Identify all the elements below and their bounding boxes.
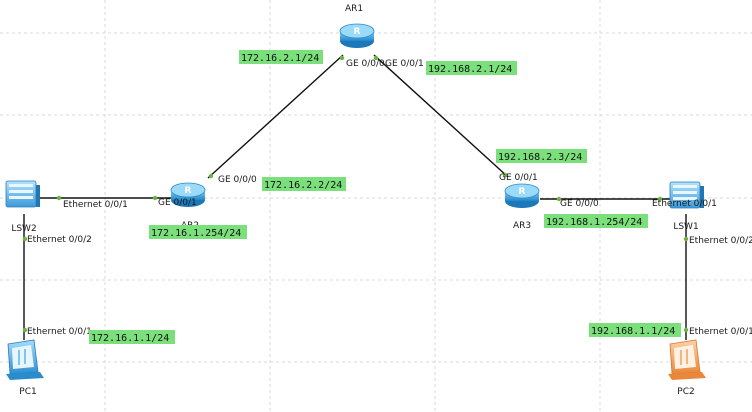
device-name: LSW1 <box>673 222 698 232</box>
router-icon: R <box>504 183 540 208</box>
port-label-pc2-eth001: Ethernet 0/0/1 <box>689 327 752 337</box>
port-label-ar2-ge001: GE 0/0/1 <box>158 198 197 208</box>
port-dot <box>556 196 562 202</box>
switch-icon <box>669 181 704 209</box>
port-label-ar3-ge001: GE 0/0/1 <box>499 173 538 183</box>
device-lsw1[interactable]: LSW1 <box>669 181 704 232</box>
device-name: PC2 <box>677 387 694 397</box>
port-label-pc1-eth001: Ethernet 0/0/1 <box>27 327 92 337</box>
ip-label-pc2: 192.168.1.1/24 <box>589 323 681 337</box>
device-ar1[interactable]: R AR1 <box>339 4 375 48</box>
port-dot <box>683 236 689 242</box>
svg-text:192.168.1.1/24: 192.168.1.1/24 <box>591 326 675 337</box>
port-label-lsw1-eth001: Ethernet 0/0/1 <box>652 199 717 209</box>
ip-label-ar2-ge000: 172.16.2.2/24 <box>262 177 346 191</box>
device-pc2[interactable]: PC2 <box>668 339 706 397</box>
router-icon: R <box>339 23 375 48</box>
port-dot <box>152 195 158 201</box>
device-pc1[interactable]: PC1 <box>6 339 44 397</box>
port-dot <box>22 327 28 333</box>
device-lsw2[interactable]: LSW2 <box>5 180 40 234</box>
port-label-ar1-ge000: GE 0/0/0 <box>346 59 385 69</box>
svg-text:172.16.1.1/24: 172.16.1.1/24 <box>91 333 169 344</box>
links <box>23 54 687 340</box>
device-name: LSW2 <box>11 224 36 234</box>
port-dot <box>339 55 345 61</box>
port-label-lsw1-eth002: Ethernet 0/0/2 <box>689 236 752 246</box>
device-ar3[interactable]: R AR3 <box>504 183 540 231</box>
port-dot <box>373 55 379 61</box>
router-icon: R <box>170 182 206 207</box>
ip-label-pc1: 172.16.1.1/24 <box>89 330 175 344</box>
svg-text:192.168.2.1/24: 192.168.2.1/24 <box>428 64 512 75</box>
ip-label-ar3-ge001: 192.168.2.3/24 <box>496 149 587 163</box>
svg-text:172.16.1.254/24: 172.16.1.254/24 <box>151 228 241 239</box>
port-dot <box>56 195 62 201</box>
device-name: AR3 <box>513 221 531 231</box>
switch-icon <box>5 180 40 208</box>
ip-labels: 172.16.2.1/24 192.168.2.1/24 172.16.2.2/… <box>89 50 681 344</box>
svg-text:R: R <box>519 187 526 197</box>
pc-icon <box>6 339 44 380</box>
port-dot <box>683 327 689 333</box>
ip-label-ar1-ge001: 192.168.2.1/24 <box>426 61 517 75</box>
link-ar1-ar2[interactable] <box>207 54 344 179</box>
svg-text:172.16.2.1/24: 172.16.2.1/24 <box>241 53 319 64</box>
ip-label-ar2-ge001: 172.16.1.254/24 <box>149 225 247 239</box>
device-name: AR1 <box>345 4 363 14</box>
svg-text:192.168.1.254/24: 192.168.1.254/24 <box>546 217 642 228</box>
port-label-lsw2-eth001: Ethernet 0/0/1 <box>63 200 128 210</box>
port-labels: GE 0/0/0 GE 0/0/1 GE 0/0/0 GE 0/0/1 GE 0… <box>27 59 752 337</box>
port-label-ar1-ge001: GE 0/0/1 <box>385 59 424 69</box>
port-dots <box>22 55 689 333</box>
svg-text:172.16.2.2/24: 172.16.2.2/24 <box>264 180 342 191</box>
svg-text:R: R <box>354 27 361 37</box>
port-dot <box>657 196 663 202</box>
port-label-ar2-ge000: GE 0/0/0 <box>218 175 257 185</box>
svg-text:R: R <box>185 186 192 196</box>
svg-text:192.168.2.3/24: 192.168.2.3/24 <box>498 152 582 163</box>
link-ar1-ar3[interactable] <box>373 54 509 178</box>
port-dot <box>22 236 28 242</box>
port-dot <box>502 172 508 178</box>
device-name: PC1 <box>19 387 36 397</box>
ip-label-ar3-ge000: 192.168.1.254/24 <box>544 214 648 228</box>
ip-label-ar1-ge000: 172.16.2.1/24 <box>239 50 323 64</box>
port-dot <box>208 173 214 179</box>
port-label-ar3-ge000: GE 0/0/0 <box>560 199 599 209</box>
port-label-lsw2-eth002: Ethernet 0/0/2 <box>27 235 92 245</box>
pc-icon <box>668 339 706 380</box>
